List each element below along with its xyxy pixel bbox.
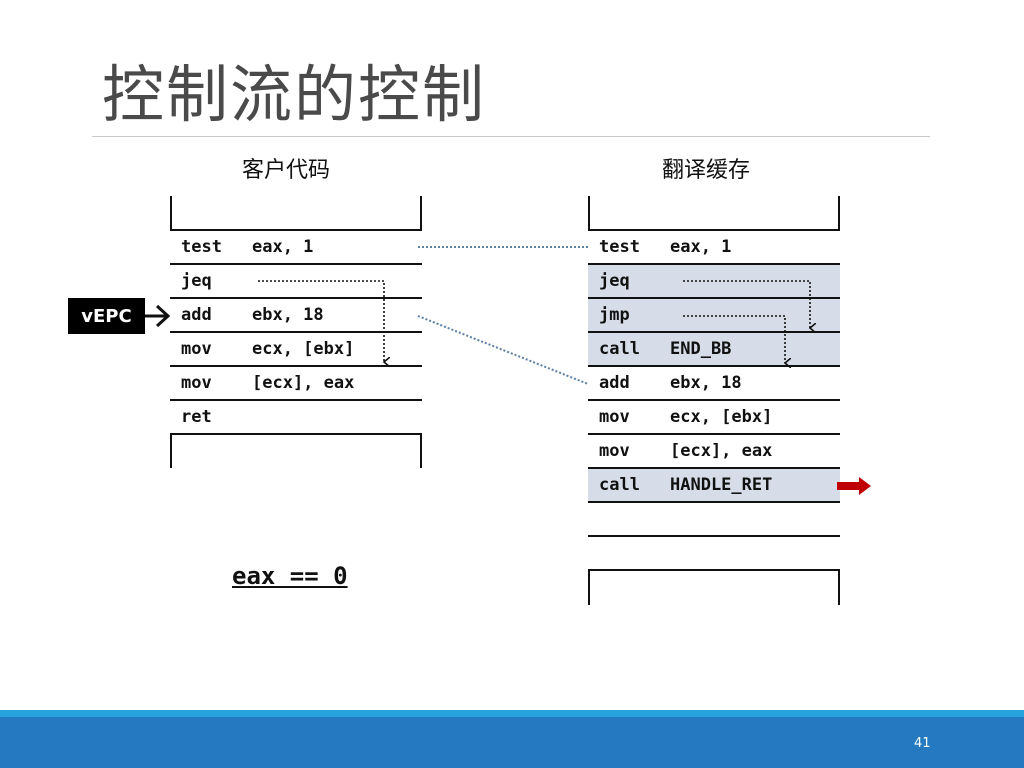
instr-op: call: [599, 475, 640, 495]
title-divider: [92, 136, 930, 137]
instr-op: call: [599, 339, 640, 359]
instr-arg: ebx, 18: [252, 305, 324, 325]
guest-row: ret: [170, 399, 422, 435]
translation-cache-heading: 翻译缓存: [662, 158, 751, 183]
cache-row: add ebx, 18: [588, 365, 840, 399]
instr-op: mov: [599, 441, 630, 461]
cache-row: mov ecx, [ebx]: [588, 399, 840, 433]
guest-row: add ebx, 18: [170, 297, 422, 331]
instr-arg: ebx, 18: [670, 373, 742, 393]
instr-arg: [ecx], eax: [252, 373, 355, 393]
cache-row: jeq: [588, 263, 840, 297]
translation-cache-stack: test eax, 1 jeq jmp call END_BB add ebx,…: [588, 196, 840, 605]
instr-op: test: [599, 237, 640, 257]
footer-bar: [0, 717, 1024, 768]
branch-condition: eax == 0: [232, 562, 348, 590]
instr-arg: eax, 1: [670, 237, 732, 257]
instr-arg: [ecx], eax: [670, 441, 773, 461]
instr-op: test: [181, 237, 222, 257]
guest-row: test eax, 1: [170, 229, 422, 263]
cache-row: jmp: [588, 297, 840, 331]
instr-op: mov: [181, 339, 212, 359]
instr-arg: eax, 1: [252, 237, 314, 257]
guest-row: mov [ecx], eax: [170, 365, 422, 399]
cache-row: call END_BB: [588, 331, 840, 365]
guest-row: mov ecx, [ebx]: [170, 331, 422, 365]
cache-row: mov [ecx], eax: [588, 433, 840, 467]
instr-arg: HANDLE_RET: [670, 475, 773, 495]
instr-op: ret: [181, 407, 212, 427]
guest-row: jeq: [170, 263, 422, 297]
cache-row: [588, 501, 840, 535]
slide-title: 控制流的控制: [102, 58, 487, 131]
instr-op: add: [181, 305, 212, 325]
instr-op: mov: [181, 373, 212, 393]
cache-row: [588, 535, 840, 571]
cache-jeq-branch-arrow: [683, 280, 810, 328]
instr-op: add: [599, 373, 630, 393]
guest-jeq-branch-arrow: [258, 280, 384, 362]
connector-add-line: [417, 315, 589, 385]
page-number: 41: [914, 736, 931, 751]
cache-row: call HANDLE_RET: [588, 467, 840, 501]
vepc-pointer-label: vEPC: [68, 298, 145, 334]
cache-jmp-branch-arrow: [683, 315, 785, 363]
guest-code-stack: test eax, 1 jeq add ebx, 18 mov ecx, [eb…: [170, 196, 422, 468]
guest-code-heading: 客户代码: [242, 158, 331, 183]
instr-arg: ecx, [ebx]: [252, 339, 355, 359]
footer-accent-line: [0, 710, 1024, 717]
exit-arrow-icon: [837, 477, 871, 495]
instr-op: jeq: [181, 271, 212, 291]
instr-op: jmp: [599, 305, 630, 325]
instr-arg: ecx, [ebx]: [670, 407, 773, 427]
instr-arg: END_BB: [670, 339, 732, 359]
instr-op: mov: [599, 407, 630, 427]
vepc-arrow-head: [155, 304, 171, 328]
instr-op: jeq: [599, 271, 630, 291]
cache-row: test eax, 1: [588, 229, 840, 263]
